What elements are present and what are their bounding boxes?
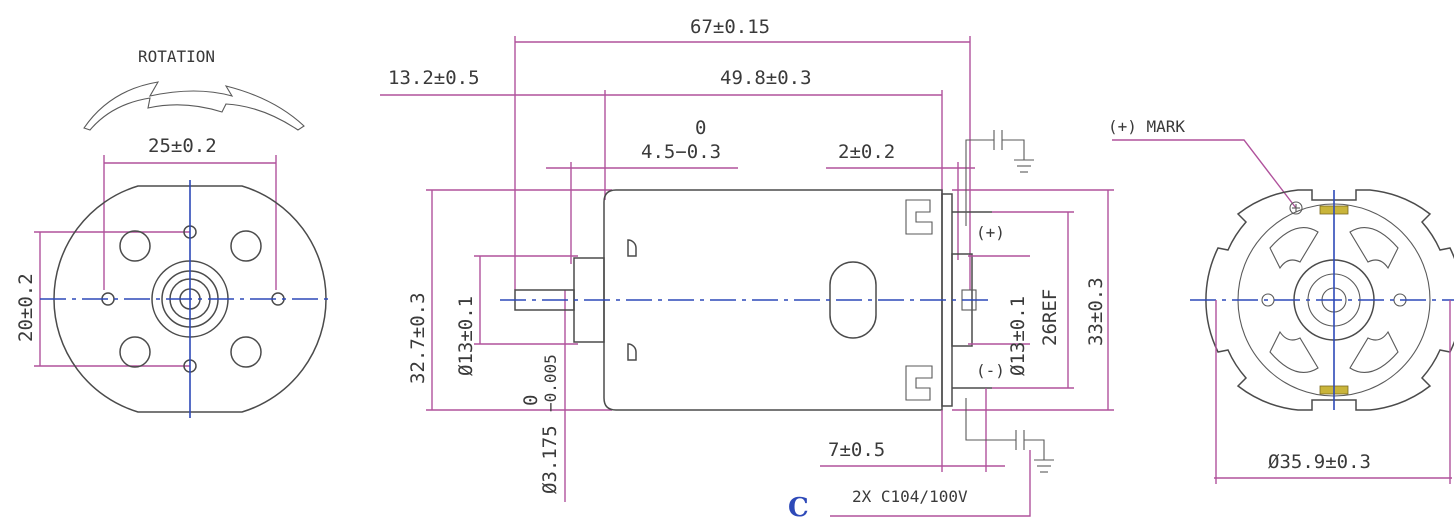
dim-hole-spacing-h: 25±0.2 [148, 135, 217, 157]
side-view: 67±0.15 13.2±0.5 49.8±0.3 0 4.5−0.3 2±0.… [380, 16, 1114, 519]
plus-mark-icon [1289, 201, 1303, 215]
dim-body-diameter: 32.7±0.3 [407, 292, 429, 384]
dim-boss-length-lower: 4.5−0.3 [641, 141, 721, 163]
rotation-label: ROTATION [138, 47, 215, 66]
capacitor-symbol: C [788, 493, 809, 519]
dim-boss-diameter-front: Ø13±0.1 [455, 296, 477, 376]
vent-slot [1349, 330, 1399, 373]
dim-endcap: 2±0.2 [838, 141, 895, 163]
brush-holder [905, 365, 933, 401]
dim-outer-diameter: Ø35.9±0.3 [1268, 451, 1371, 473]
mount-tab [627, 239, 637, 257]
vent-slot [1269, 330, 1319, 373]
dim-terminal-spacing: 26REF [1039, 289, 1061, 346]
dim-hole-spacing-v: 20±0.2 [15, 273, 37, 342]
rear-housing-outline [1205, 189, 1454, 411]
vent-hole [119, 230, 151, 262]
dim-shaft-tol-upper: 0 [520, 395, 542, 406]
front-view: ROTATION 25±0.2 20±0.2 [15, 47, 330, 418]
capacitor-note: 2X C104/100V [852, 487, 968, 506]
dim-boss-diameter-rear: Ø13±0.1 [1007, 296, 1029, 376]
motor-can [603, 189, 943, 411]
vent-hole [230, 230, 262, 262]
brush-holder [905, 199, 933, 235]
dim-terminal-offset: 7±0.5 [828, 439, 885, 461]
dim-body-length: 49.8±0.3 [720, 67, 812, 89]
capacitor-leader [830, 450, 1031, 517]
dim-overall-length: 67±0.15 [690, 16, 770, 38]
capacitor-bottom [965, 398, 1054, 473]
mark-label: (+) MARK [1108, 117, 1185, 136]
mount-tab [627, 343, 637, 361]
terminal-minus-label: (-) [976, 361, 1005, 380]
terminal-plus-label: (+) [976, 223, 1005, 242]
rear-view: (+) MARK Ø35.9±0.3 [1108, 117, 1454, 484]
mark-leader [1112, 139, 1297, 209]
dim-boss-length-upper: 0 [695, 117, 706, 139]
dim-shaft-tol-lower: −0.005 [541, 354, 560, 412]
dim-shaft-diameter: Ø3.175 [539, 425, 561, 494]
vent-slot [1349, 227, 1399, 270]
dim-endcap-height: 33±0.3 [1085, 277, 1107, 346]
rotation-arrow-icon [83, 81, 305, 131]
dim-shaft-extension: 13.2±0.5 [388, 67, 480, 89]
vent-hole [230, 336, 262, 368]
capacitor-top [965, 130, 1034, 226]
vent-hole [119, 336, 151, 368]
front-housing-outline [53, 185, 327, 413]
vent-slot [1269, 227, 1319, 270]
